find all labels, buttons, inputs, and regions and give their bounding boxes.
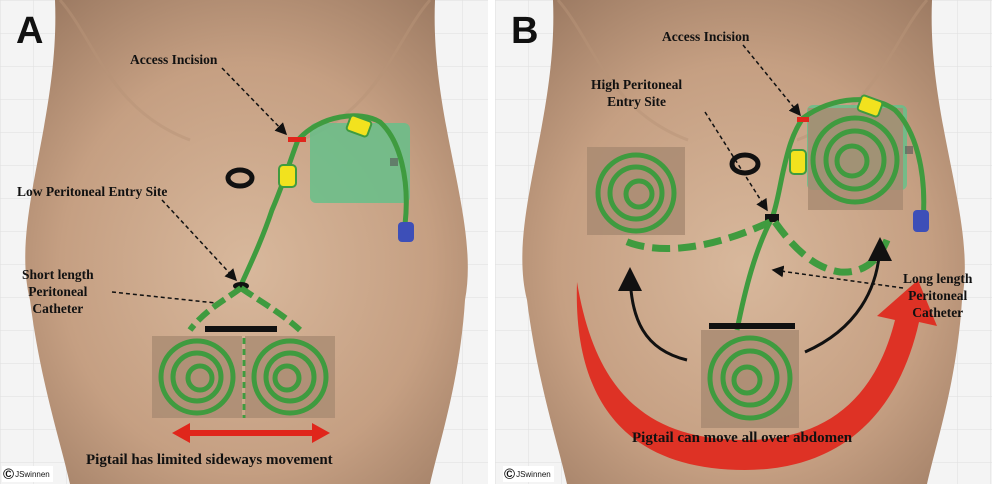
pigtail-b-bottom xyxy=(707,335,793,421)
access-incision-label-b: Access Incision xyxy=(662,29,750,44)
entry-site-label-b: High Peritoneal Entry Site xyxy=(591,76,682,110)
bladder-bar-b xyxy=(709,323,795,329)
catheter-label-b: Long length Peritoneal Catheter xyxy=(903,270,972,321)
cuff-yellow-b1 xyxy=(789,149,807,175)
mesh-a xyxy=(310,123,410,203)
panel-a-illustration xyxy=(0,0,488,484)
panel-b-illustration xyxy=(495,0,992,484)
bladder-bar-a xyxy=(205,326,277,332)
panel-b: B Access Incision High Peritoneal Entry … xyxy=(495,0,992,484)
panel-a: A Access Incision Low Peritoneal Entry S… xyxy=(0,0,488,484)
catheter-label-a-line1: Short length xyxy=(22,267,94,282)
entry-site-label-b-line1: High Peritoneal xyxy=(591,77,683,92)
copyright-b-text: JSwinnen xyxy=(516,469,551,479)
caption-b: Pigtail can move all over abdomen xyxy=(632,430,853,446)
cuff-blue-b xyxy=(913,210,929,232)
cuff-yellow-a1 xyxy=(278,164,297,188)
catheter-label-a-line3: Catheter xyxy=(32,301,84,316)
entry-site-label-b-line2: Entry Site xyxy=(607,94,666,109)
catheter-label-b-line1: Long length xyxy=(903,271,973,286)
panel-a-letter: A xyxy=(16,10,44,52)
caption-a: Pigtail has limited sideways movement xyxy=(86,452,333,468)
copyright-a: © JSwinnen xyxy=(2,465,53,483)
catheter-label-a: Short length Peritoneal Catheter xyxy=(22,266,94,317)
sideways-arrow xyxy=(172,423,330,443)
cuff-grey-b xyxy=(905,146,913,154)
cuff-yellow-a2 xyxy=(345,114,373,138)
pigtail-a-left xyxy=(158,338,236,416)
entry-site-label-a: Low Peritoneal Entry Site xyxy=(17,184,168,199)
pigtail-b-right xyxy=(810,115,900,205)
catheter-label-b-line3: Catheter xyxy=(912,305,964,320)
incision-a xyxy=(288,137,306,142)
panel-b-letter: B xyxy=(511,10,539,52)
copyright-b: © JSwinnen xyxy=(503,465,554,483)
pigtail-a-right xyxy=(251,338,329,416)
copyright-a-text: JSwinnen xyxy=(15,469,50,479)
pigtail-b-left xyxy=(595,152,677,234)
catheter-b xyxy=(769,97,927,223)
incision-b xyxy=(797,117,809,122)
movement-arrow xyxy=(576,280,937,470)
copyright-a-symbol-icon: © xyxy=(3,465,15,483)
copyright-b-symbol-icon: © xyxy=(504,465,516,483)
entry-site-b xyxy=(765,214,779,222)
access-incision-label-a: Access Incision xyxy=(130,52,218,67)
navel-a xyxy=(225,167,255,189)
catheter-label-a-line2: Peritoneal xyxy=(28,284,88,299)
cuff-blue-a xyxy=(398,222,414,242)
cuff-grey-a xyxy=(390,158,398,166)
cuff-yellow-b2 xyxy=(856,94,884,118)
catheter-label-b-line2: Peritoneal xyxy=(908,288,968,303)
navel-b xyxy=(729,152,761,176)
